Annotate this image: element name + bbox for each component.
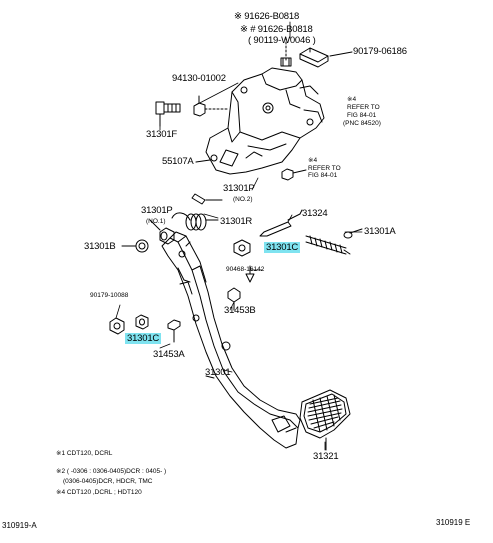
bushing-31301c-left-part <box>135 314 149 330</box>
pedal-bracket-part <box>195 67 325 175</box>
callout-31321[interactable]: 31321 <box>313 451 339 462</box>
bumper-31453b-part <box>227 287 241 311</box>
refer-note-top-mark: ※4 <box>347 96 357 103</box>
footnote-3: (0306-0405)DCR, HDCR, TMC <box>63 478 153 485</box>
bolt-31301f-part <box>155 101 181 127</box>
callout-91626-b0818[interactable]: ※ 91626-B0818 <box>234 11 300 22</box>
spring-31301r-part <box>171 212 219 231</box>
callout-90179-10088[interactable]: 90179-10088 <box>90 292 129 299</box>
spring-31301a-part <box>305 228 363 255</box>
footnote-2: ※2 ( -0306 : 0306-0405)DCR : 0405- ) <box>56 468 167 475</box>
figure-code-left: 310919-A <box>2 521 37 530</box>
refer-note-top-line1[interactable]: REFER TO <box>347 104 380 111</box>
callout-31301f[interactable]: 31301F <box>146 129 178 140</box>
callout-90119-w0046[interactable]: ( 90119-W0046 ) <box>248 35 316 46</box>
clip-nut-part <box>299 47 353 68</box>
callout-31301p-left-note: (NO.1) <box>146 218 166 225</box>
callout-31301c-left[interactable]: 31301C <box>125 333 162 344</box>
nut-refer-part <box>281 168 307 181</box>
callout-55107a[interactable]: 55107A <box>162 156 194 167</box>
refer-note-mid-line1[interactable]: REFER TO <box>308 165 341 172</box>
bolt-31453a-part <box>167 319 181 343</box>
bushing-31301b-part <box>121 239 149 253</box>
refer-note-top-line2[interactable]: FIG 84-01 <box>347 112 377 119</box>
callout-31301c-left-text: 31301C <box>125 333 162 344</box>
callout-31301p-upper[interactable]: 31301P <box>223 183 255 194</box>
callout-31301a[interactable]: 31301A <box>364 226 396 237</box>
top-bolt-part <box>280 37 292 67</box>
pedal-arm-part <box>161 231 301 449</box>
callout-31301p-left[interactable]: 31301P <box>141 205 173 216</box>
bushing-31301c-right-part <box>233 239 251 257</box>
callout-94130-01002[interactable]: 94130-01002 <box>172 73 226 84</box>
callout-31453b[interactable]: 31453B <box>224 305 256 316</box>
footnote-4: ※4 CDT120 ,DCRL ; HDT120 <box>56 489 142 496</box>
callout-31301c-right-text: 31301C <box>264 242 301 253</box>
pin-31301p-part <box>191 193 223 205</box>
footnote-1: ※1 CDT120, DCRL <box>56 450 113 457</box>
refer-note-mid-line2[interactable]: FIG 84-01 <box>308 172 338 179</box>
callout-31301r[interactable]: 31301R <box>220 216 253 227</box>
refer-note-mid-mark: ※4 <box>308 157 318 164</box>
pedal-pad-part <box>299 389 351 451</box>
callout-31301c-right[interactable]: 31301C <box>264 242 301 253</box>
leader-lines <box>115 21 363 451</box>
callout-90179-06186[interactable]: 90179-06186 <box>353 46 407 57</box>
nut-90179-10088-part <box>109 317 125 335</box>
figure-code-right: 310919 E <box>436 518 471 527</box>
pin-31324-part <box>259 209 303 237</box>
callout-31301[interactable]: 31301 <box>205 367 231 378</box>
callout-91626-b0818-alt[interactable]: ※ # 91626-B0818 <box>240 24 313 35</box>
nut-94130-part <box>193 95 229 117</box>
callout-31453a[interactable]: 31453A <box>153 349 185 360</box>
callout-31301b[interactable]: 31301B <box>84 241 116 252</box>
callout-31301p-upper-note: (NO.2) <box>233 196 253 203</box>
callout-31324[interactable]: 31324 <box>302 208 328 219</box>
callout-90468-16142[interactable]: 90468-16142 <box>226 266 265 273</box>
refer-note-top-line3: (PNC 84520) <box>343 120 381 127</box>
